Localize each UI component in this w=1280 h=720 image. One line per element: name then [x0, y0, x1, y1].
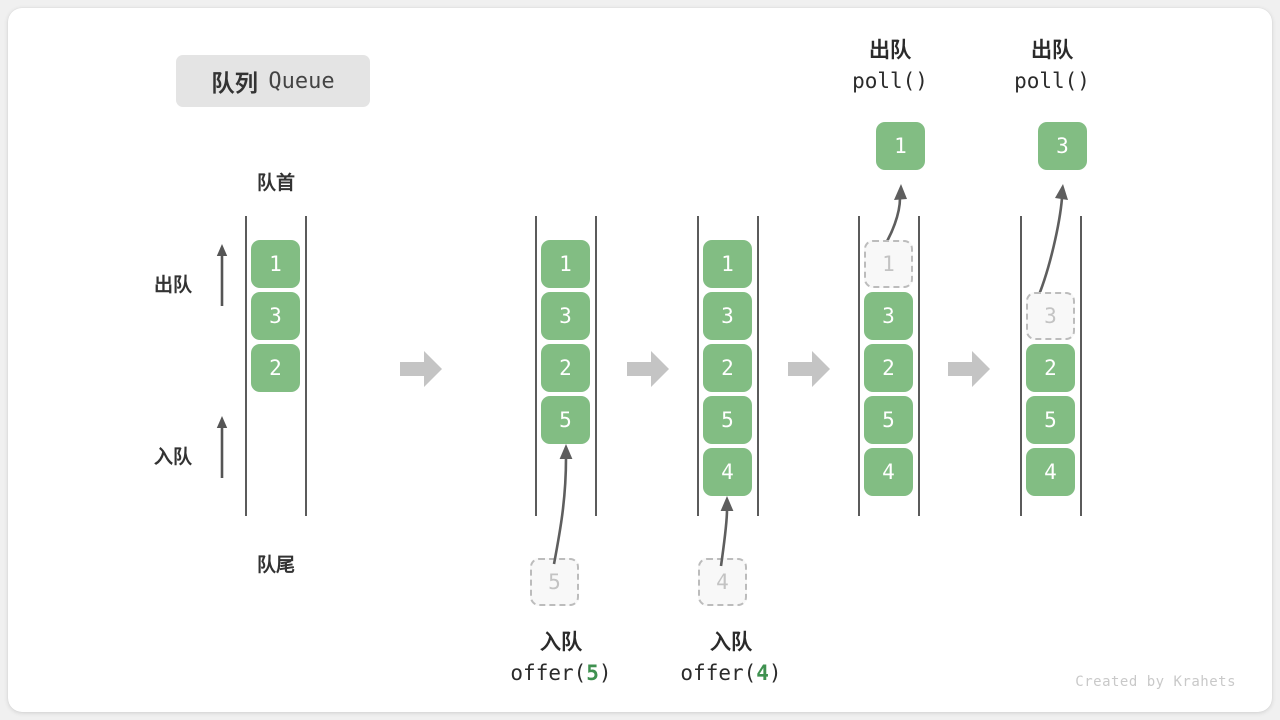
queue-box: 5 — [1026, 396, 1075, 444]
queue-box: 3 — [864, 292, 913, 340]
transition-arrow-icon — [400, 351, 442, 387]
queue-box: 3 — [541, 292, 590, 340]
poll-1-caption-cn: 出队 — [869, 39, 911, 62]
offer-5-caption-code: offer(5) — [510, 661, 612, 686]
popped-box: 3 — [1038, 122, 1087, 170]
queue-channel-4 — [858, 216, 920, 516]
outgoing-ghost-box: 1 — [864, 240, 913, 288]
queue-box: 4 — [703, 448, 752, 496]
offer-4-caption-code: offer(4) — [680, 661, 782, 686]
title-badge: 队列 Queue — [176, 55, 370, 107]
queue-box: 2 — [251, 344, 300, 392]
dequeue-side-label: 出队 — [154, 275, 193, 296]
queue-box: 5 — [864, 396, 913, 444]
queue-box: 2 — [1026, 344, 1075, 392]
title-english: Queue — [268, 68, 335, 94]
queue-tail-label: 队尾 — [256, 555, 295, 576]
queue-box: 5 — [541, 396, 590, 444]
poll-1-caption-code: poll() — [852, 69, 928, 94]
queue-box: 2 — [864, 344, 913, 392]
transition-arrow-icon — [948, 351, 990, 387]
enqueue-side-label: 入队 — [154, 447, 193, 468]
title-chinese: 队列 — [211, 70, 259, 96]
enqueue-up-arrow-icon — [216, 416, 228, 478]
poll-1-caption: 出队 poll() — [820, 36, 960, 97]
dequeue-up-arrow-icon — [216, 244, 228, 306]
queue-head-label: 队首 — [256, 173, 295, 194]
diagram-card: 队列 Queue 队首 队尾 出队 入队 1 3 2 1 3 2 5 — [8, 8, 1272, 712]
queue-box: 1 — [251, 240, 300, 288]
poll-3-caption-code: poll() — [1014, 69, 1090, 94]
queue-box: 3 — [703, 292, 752, 340]
popped-box: 1 — [876, 122, 925, 170]
offer-5-caption-cn: 入队 — [540, 631, 582, 654]
offer-5-caption: 入队 offer(5) — [466, 628, 656, 689]
queue-box: 2 — [703, 344, 752, 392]
transition-arrow-icon — [788, 351, 830, 387]
queue-channel-3 — [697, 216, 759, 516]
queue-box: 1 — [703, 240, 752, 288]
queue-channel-5 — [1020, 216, 1082, 516]
footer-credit: Created by Krahets — [1075, 674, 1236, 690]
queue-box: 4 — [1026, 448, 1075, 496]
transition-arrow-icon — [627, 351, 669, 387]
outgoing-ghost-box: 3 — [1026, 292, 1075, 340]
queue-channel-1 — [245, 216, 307, 516]
poll-3-caption-cn: 出队 — [1031, 39, 1073, 62]
offer-4-caption-cn: 入队 — [710, 631, 752, 654]
poll-3-caption: 出队 poll() — [982, 36, 1122, 97]
offer-4-caption: 入队 offer(4) — [636, 628, 826, 689]
queue-box: 1 — [541, 240, 590, 288]
queue-box: 4 — [864, 448, 913, 496]
incoming-ghost-box: 4 — [698, 558, 747, 606]
queue-box: 2 — [541, 344, 590, 392]
queue-box: 5 — [703, 396, 752, 444]
incoming-ghost-box: 5 — [530, 558, 579, 606]
queue-channel-2 — [535, 216, 597, 516]
queue-box: 3 — [251, 292, 300, 340]
